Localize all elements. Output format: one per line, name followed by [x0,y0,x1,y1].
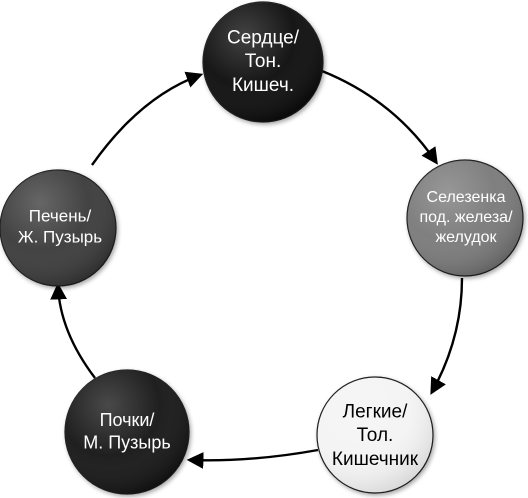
lungs-label-line-3: Кишечник [332,449,419,470]
spleen-label-line-3: желудок [435,229,497,246]
kidneys-label-line-1: Почки/ [100,410,155,430]
node-lungs-shine [317,377,433,493]
node-heart-shine [203,2,323,122]
node-spleen-shine [407,160,523,276]
node-spleen-label: Селезенка под. железа/желудок [419,189,513,246]
arrow-spleen-to-lungs [430,277,464,395]
spleen-label-line-1: Селезенка [427,189,506,206]
lungs-label-line-1: Легкие/ [343,401,408,422]
node-kidneys: Почки/М. Пузырь [64,369,190,495]
heart-label-line-1: Сердце/ [227,27,300,48]
node-kidneys-label: Почки/М. Пузырь [83,410,171,453]
kidneys-label-line-2: М. Пузырь [83,432,171,452]
liver-label-line-1: Печень/ [29,207,92,226]
node-lungs: Легкие/Тол. Кишечник [316,376,434,494]
node-liver: Печень/Ж. Пузырь [0,169,117,287]
arrow-liver-to-heart [91,71,204,166]
arrow-heart-to-spleen [321,69,438,165]
node-kidneys-shine [65,370,189,494]
node-heart: Сердце/Тон. Кишеч. [202,1,324,123]
heart-label-line-3: Кишеч. [232,75,294,96]
liver-label-line-2: Ж. Пузырь [18,228,102,247]
node-spleen: Селезенка под. железа/желудок [406,159,524,277]
spleen-label-line-2: под. железа/ [419,209,513,226]
arrow-kidneys-to-liver [50,282,96,379]
node-liver-label: Печень/Ж. Пузырь [18,207,102,247]
node-heart-label: Сердце/Тон. Кишеч. [227,27,300,96]
node-liver-shine [0,170,116,286]
heart-label-line-2: Тон. [245,51,281,72]
lungs-label-line-2: Тол. [357,425,394,446]
arrow-lungs-to-kidneys [186,448,319,469]
cycle-arrows [50,69,464,469]
node-lungs-label: Легкие/Тол. Кишечник [332,401,419,470]
